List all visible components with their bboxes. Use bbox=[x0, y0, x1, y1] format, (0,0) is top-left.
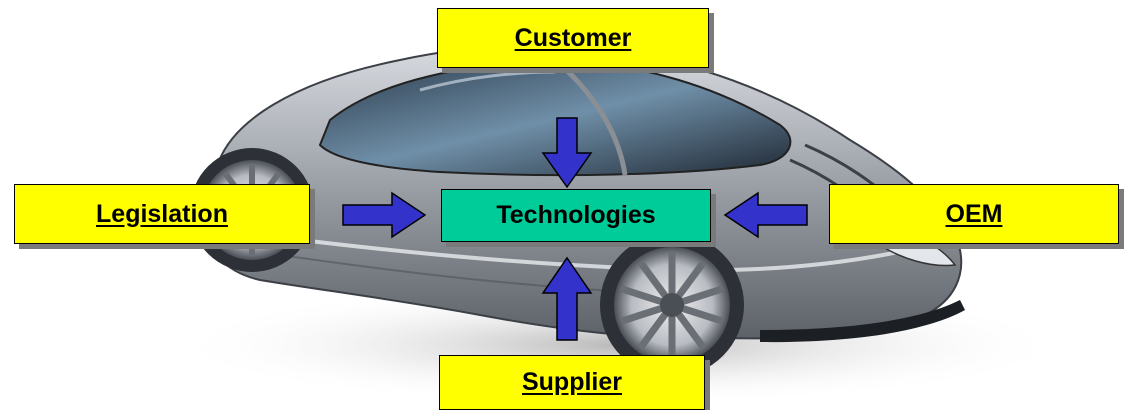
technologies-label: Technologies bbox=[496, 201, 656, 229]
supplier-box: Supplier bbox=[439, 355, 705, 410]
legislation-label: Legislation bbox=[96, 199, 228, 228]
customer-label: Customer bbox=[514, 23, 632, 52]
arrow-right-icon bbox=[342, 191, 427, 239]
legislation-box: Legislation bbox=[14, 184, 310, 244]
arrow-up-icon bbox=[541, 256, 593, 341]
oem-label: OEM bbox=[945, 199, 1003, 228]
customer-box: Customer bbox=[437, 8, 709, 68]
supplier-label: Supplier bbox=[521, 368, 622, 396]
technologies-box: Technologies bbox=[441, 189, 711, 242]
oem-box: OEM bbox=[829, 184, 1119, 244]
arrow-down-icon bbox=[541, 117, 593, 189]
arrow-left-icon bbox=[723, 191, 808, 239]
